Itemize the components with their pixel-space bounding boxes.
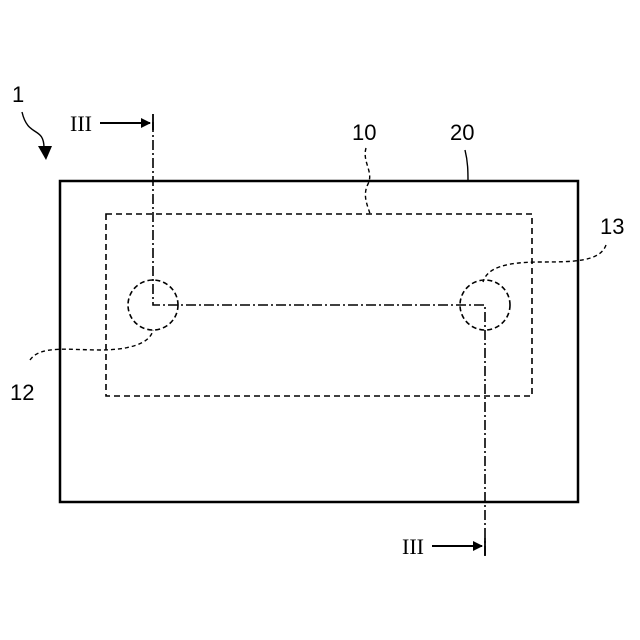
label-assembly-1: 1 xyxy=(12,82,24,107)
label-section-top: III xyxy=(70,111,92,136)
label-left-circle-12: 12 xyxy=(10,380,34,405)
label-right-circle-13: 13 xyxy=(600,214,624,239)
leader-1-arrowhead xyxy=(38,146,52,160)
leader-12 xyxy=(30,330,153,360)
label-inner-part-10: 10 xyxy=(352,120,376,145)
leader-13 xyxy=(483,245,606,282)
outer-plate-20 xyxy=(60,181,578,502)
leader-1 xyxy=(22,112,44,148)
right-circle-13 xyxy=(460,280,510,330)
label-section-bottom: III xyxy=(402,534,424,559)
leader-20 xyxy=(465,150,468,182)
label-outer-part-20: 20 xyxy=(450,120,474,145)
section-line-iii xyxy=(153,122,485,555)
